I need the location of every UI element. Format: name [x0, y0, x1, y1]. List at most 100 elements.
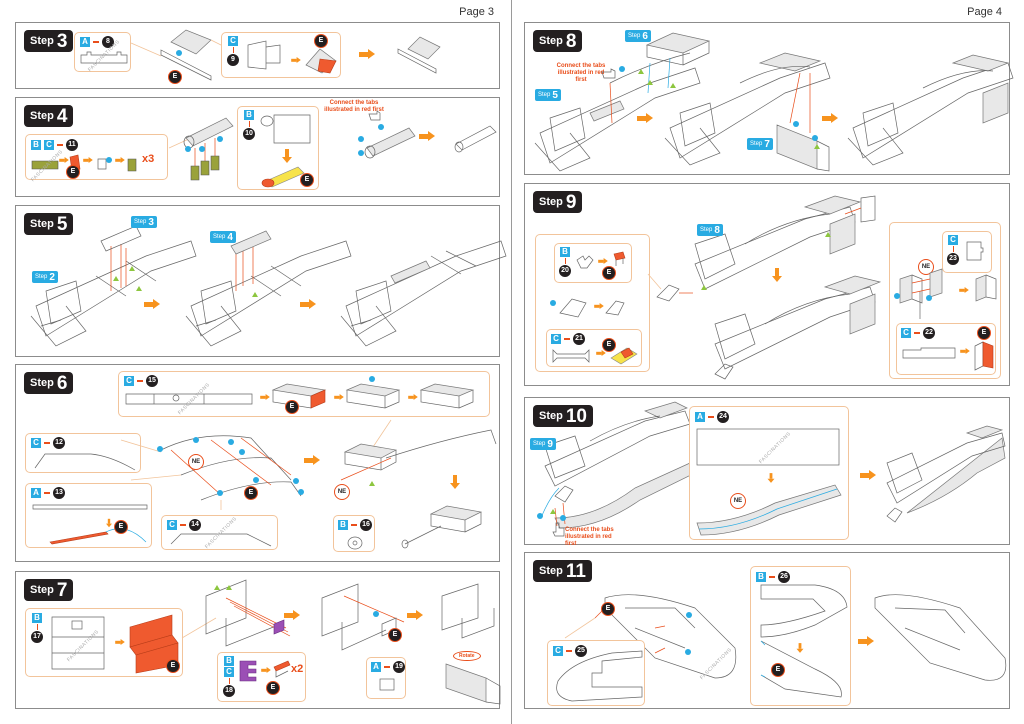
arrow-down-icon [767, 473, 775, 483]
part-20-drawing [576, 255, 594, 269]
step-ref-number: 6 [642, 30, 648, 42]
e-badge: E [602, 338, 616, 352]
sheet-badge: C [228, 36, 238, 46]
part-26-folded [760, 640, 842, 698]
arrow-right-icon [291, 57, 301, 63]
dash [914, 332, 920, 334]
hull-rotated-drawing [445, 663, 501, 705]
blue-dot-icon [199, 146, 205, 152]
arrow-right-icon [59, 157, 69, 163]
frame-assembly-drawing [340, 419, 497, 481]
part-22-drawing [902, 347, 956, 359]
blue-dot-icon [894, 293, 900, 299]
step-word: Step [30, 584, 54, 596]
part-16-drawing [347, 536, 363, 550]
chassis-drawing [30, 225, 197, 347]
green-triangle-icon [113, 276, 119, 281]
tank-body-drawing [544, 401, 691, 503]
hull-plate-drawing [776, 124, 830, 172]
track-plate-drawing [540, 462, 696, 529]
step-ref-number: 3 [148, 216, 154, 228]
sheet-badge: C [901, 328, 911, 338]
e-badge: E [244, 486, 258, 500]
step-ref-word: Step [35, 274, 48, 280]
green-triangle-icon [214, 585, 220, 590]
step-ref-word: Step [213, 234, 226, 240]
arrow-down-icon [772, 268, 782, 282]
arrow-down-icon [450, 475, 460, 489]
step-ref-number: 2 [49, 271, 55, 283]
dash [36, 624, 38, 630]
ne-badge: NE [188, 454, 204, 470]
part-label: C 22 [901, 327, 935, 339]
dash [708, 416, 714, 418]
arrow-right-icon [115, 639, 125, 645]
part-number: 12 [53, 437, 65, 449]
step-ref-number: 8 [714, 224, 720, 236]
hull-assembly-drawing [181, 579, 291, 647]
part-9-folded [305, 48, 337, 74]
green-triangle-icon [638, 69, 644, 74]
green-triangle-icon [550, 509, 556, 514]
step-ref-word: Step [533, 441, 546, 447]
blue-dot-icon [358, 136, 364, 142]
dash [564, 258, 566, 264]
dash [566, 650, 572, 652]
sheet-badge: C [124, 376, 134, 386]
e-badge: E [771, 663, 785, 677]
sheet-badge: A [695, 412, 705, 422]
part-number: 16 [360, 519, 372, 531]
step-word: Step [30, 35, 54, 47]
green-triangle-icon [670, 83, 676, 88]
part-21-drawing [552, 349, 590, 363]
part-15-box [345, 383, 401, 409]
green-triangle-icon [136, 286, 142, 291]
bracket-assembly-drawing [559, 298, 625, 318]
arrow-right-icon [115, 157, 125, 163]
arrow-right-icon [304, 455, 320, 465]
ne-badge: NE [334, 484, 350, 500]
sheet-badge: C [551, 334, 561, 344]
green-triangle-icon [701, 285, 707, 290]
sheet-badge: B [560, 247, 570, 257]
arrow-right-icon [83, 157, 93, 163]
multiplier-label: x2 [291, 663, 304, 675]
part-number: 22 [923, 327, 935, 339]
arrow-right-icon [261, 667, 271, 673]
arrow-right-icon [419, 131, 435, 141]
e-badge: E [300, 173, 314, 187]
part-number: 11 [66, 139, 78, 151]
step-word: Step [539, 35, 563, 47]
blue-dot-icon [106, 157, 112, 163]
sheet-badge: C [31, 438, 41, 448]
hull-chassis-drawing [664, 52, 831, 166]
dash [351, 524, 357, 526]
step-word: Step [30, 377, 54, 389]
ne-badge: NE [730, 493, 746, 509]
dash [57, 144, 63, 146]
step-ref-number: 5 [552, 89, 558, 101]
part-24-curved [696, 484, 842, 536]
sheet-badge: A [31, 488, 41, 498]
step-ref-number: 9 [547, 438, 553, 450]
step-number: 10 [565, 405, 587, 427]
blue-dot-icon [358, 150, 364, 156]
assembly-drawing [130, 29, 224, 81]
step-number: 11 [565, 560, 586, 582]
arrow-right-icon [260, 394, 270, 400]
part-number: 14 [189, 519, 201, 531]
